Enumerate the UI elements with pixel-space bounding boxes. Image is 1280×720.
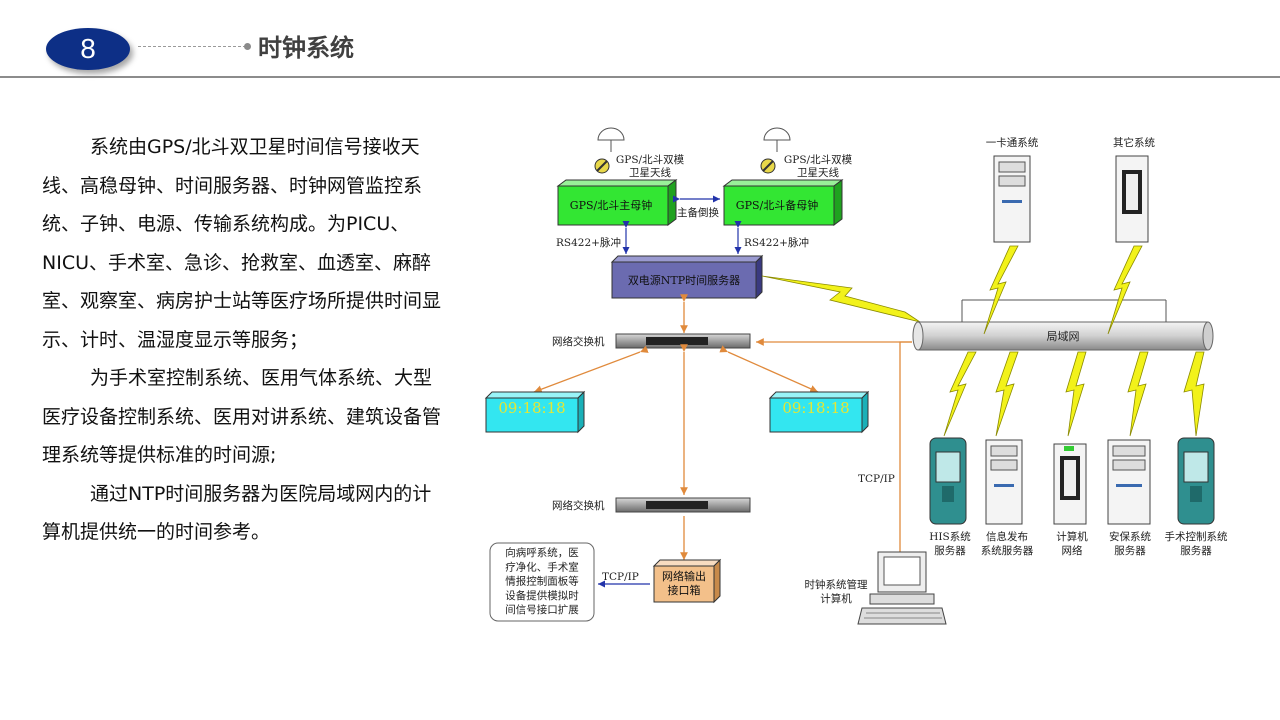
backup-clock-label: GPS/北斗备母钟 bbox=[736, 198, 818, 212]
server-label-his: HIS系统服务器 bbox=[929, 530, 971, 557]
header-divider bbox=[0, 76, 1280, 78]
tcpip-right-label: TCP/IP bbox=[858, 473, 895, 485]
server-label-surgery: 手术控制系统服务器 bbox=[1165, 530, 1228, 557]
his-server-icon bbox=[929, 437, 967, 525]
server-label-network: 计算机网络 bbox=[1056, 530, 1088, 557]
antenna-left-icon bbox=[594, 127, 625, 174]
network-bolt-icon bbox=[1065, 351, 1087, 437]
paragraph-1: 系统由GPS/北斗双卫星时间信号接收天线、高稳母钟、时间服务器、时钟网管监控系统… bbox=[42, 136, 442, 351]
tcpip-left-label: TCP/IP bbox=[602, 571, 639, 583]
ntp-server-box bbox=[610, 254, 764, 300]
antenna-left-label: GPS/北斗双模卫星天线 bbox=[616, 154, 685, 179]
other-system-label: 其它系统 bbox=[1113, 136, 1155, 149]
section-number-badge: 8 bbox=[46, 28, 130, 70]
surgery-control-server-icon bbox=[1177, 437, 1215, 525]
section-title: 时钟系统 bbox=[258, 34, 354, 62]
security-server-icon bbox=[1107, 439, 1151, 525]
other-system-bolt-icon bbox=[1107, 245, 1143, 335]
server-label-security: 安保系统服务器 bbox=[1109, 530, 1151, 557]
analog-interface-note bbox=[489, 542, 595, 622]
switch-top-label: 网络交换机 bbox=[552, 335, 605, 348]
slave-clock-right-time: 09:18:18 bbox=[782, 399, 849, 417]
info-bolt-icon bbox=[995, 351, 1019, 437]
security-bolt-icon bbox=[1127, 351, 1149, 437]
network-switch-bottom-icon bbox=[615, 497, 751, 513]
surgery-bolt-icon bbox=[1183, 351, 1205, 437]
master-clock-box bbox=[556, 179, 678, 226]
card-system-label: 一卡通系统 bbox=[986, 136, 1039, 149]
body-text: 系统由GPS/北斗双卫星时间信号接收天线、高稳母钟、时间服务器、时钟网管监控系统… bbox=[42, 128, 442, 552]
management-computer-icon bbox=[857, 551, 947, 625]
slave-clock-left-box bbox=[484, 390, 586, 434]
lan-label: 局域网 bbox=[1047, 330, 1080, 343]
switch-clock-right-link bbox=[719, 345, 819, 393]
switch-clock-left-link bbox=[533, 345, 649, 393]
paragraph-2: 为手术室控制系统、医用气体系统、大型医疗设备控制系统、医用对讲系统、建筑设备管理… bbox=[42, 367, 442, 466]
paragraph-3: 通过NTP时间服务器为医院局域网内的计算机提供统一的时间参考。 bbox=[42, 482, 432, 544]
info-release-server-icon bbox=[985, 439, 1023, 525]
lan-mgmt-link bbox=[899, 341, 912, 560]
slave-clock-right-box bbox=[768, 390, 870, 434]
ntp-server-label: 双电源NTP时间服务器 bbox=[628, 273, 740, 287]
output-interface-label: 网络输出接口箱 bbox=[662, 569, 706, 597]
backup-clock-box bbox=[722, 179, 844, 226]
antenna-right-icon bbox=[760, 127, 791, 174]
computer-network-server-icon bbox=[1053, 443, 1087, 525]
rs422-right-label: RS422+脉冲 bbox=[744, 236, 809, 249]
switchover-label: 主备倒换 bbox=[677, 206, 719, 219]
card-system-server-icon bbox=[993, 155, 1031, 243]
slave-clock-left-time: 09:18:18 bbox=[498, 399, 565, 417]
card-system-bolt-icon bbox=[983, 245, 1019, 335]
management-computer-label: 时钟系统管理计算机 bbox=[805, 578, 868, 605]
antenna-right-label: GPS/北斗双模卫星天线 bbox=[784, 154, 853, 179]
analog-interface-note-text: 向病呼系统，医疗净化、手术室情报控制面板等设备提供模拟时间信号接口扩展 bbox=[505, 546, 579, 616]
output-interface-box bbox=[652, 558, 722, 604]
header-dashed-line bbox=[138, 46, 246, 47]
network-switch-top-icon bbox=[615, 333, 751, 349]
header-dot bbox=[244, 43, 251, 50]
his-bolt-icon bbox=[943, 351, 977, 437]
server-label-info: 信息发布系统服务器 bbox=[981, 530, 1034, 557]
rs422-left-label: RS422+脉冲 bbox=[556, 236, 621, 249]
ntp-lan-bolt-icon bbox=[761, 275, 921, 323]
lan-pipe bbox=[912, 321, 1214, 351]
switch-bottom-label: 网络交换机 bbox=[552, 499, 605, 512]
other-system-server-icon bbox=[1115, 155, 1149, 243]
master-clock-label: GPS/北斗主母钟 bbox=[570, 198, 652, 212]
